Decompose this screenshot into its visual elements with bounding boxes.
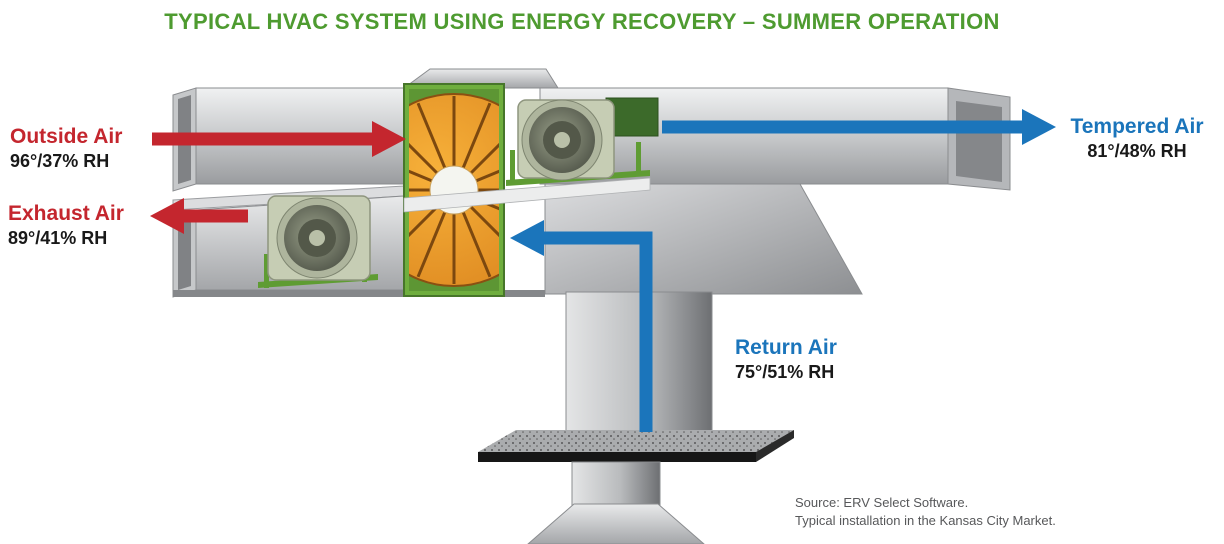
exhaust-fan [258, 195, 378, 288]
outside-air-label: Outside Air 96°/37% RH [10, 125, 122, 172]
source-line2: Typical installation in the Kansas City … [795, 512, 1056, 528]
return-air-reading: 75°/51% RH [735, 362, 835, 383]
outside-air-reading: 96°/37% RH [10, 151, 110, 172]
plenum-transition [544, 183, 863, 295]
ceiling-diffuser [478, 430, 794, 462]
tempered-air-label: Tempered Air 81°/48% RH [1062, 115, 1212, 162]
return-air-arrow [510, 220, 653, 432]
duct-divider [403, 177, 651, 213]
exhaust-air-label: Exhaust Air 89°/41% RH [8, 202, 124, 249]
outside-air-arrow [152, 121, 406, 157]
exhaust-air-name: Exhaust Air [8, 202, 124, 225]
return-air-label: Return Air 75°/51% RH [735, 336, 837, 383]
tempered-air-reading: 81°/48% RH [1087, 141, 1187, 162]
return-duct [565, 291, 713, 435]
source-note: Source: ERV Select Software. Typical ins… [795, 494, 1056, 529]
diagram-title: TYPICAL HVAC SYSTEM USING ENERGY RECOVER… [164, 9, 1000, 34]
exhaust-air-reading: 89°/41% RH [8, 228, 108, 249]
supply-fan [506, 97, 659, 186]
outside-air-name: Outside Air [10, 125, 123, 148]
return-air-name: Return Air [735, 336, 837, 359]
exhaust-air-arrow [150, 198, 248, 234]
tempered-air-arrow [662, 109, 1056, 145]
duct-base [527, 461, 705, 544]
source-line1: Source: ERV Select Software. [795, 495, 969, 510]
tempered-air-name: Tempered Air [1070, 115, 1204, 138]
